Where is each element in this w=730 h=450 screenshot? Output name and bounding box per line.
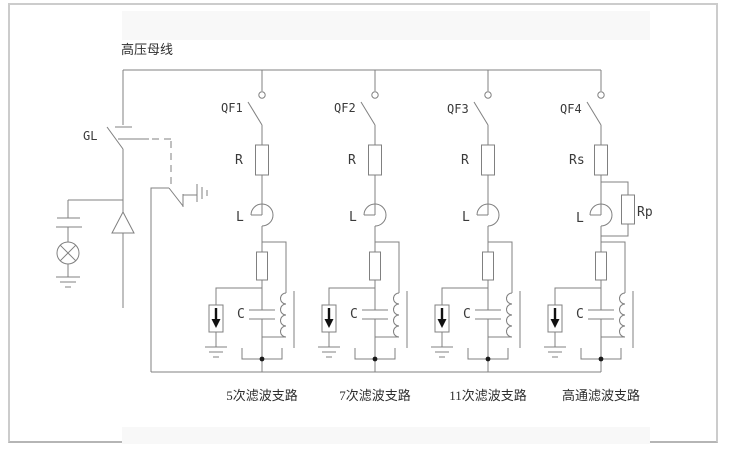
breaker-label-qf3: QF3 xyxy=(447,102,469,116)
capacitor-label-1: C xyxy=(237,307,245,322)
resistor-label-4: Rs xyxy=(569,153,585,168)
branch-name-1: 5次滤波支路 xyxy=(226,388,298,403)
branch-name-3: 11次滤波支路 xyxy=(449,388,527,403)
ground-icon xyxy=(56,276,80,288)
bottom-shaded-bar xyxy=(122,427,650,444)
filter-branch-2 xyxy=(316,68,409,374)
filter-branch-3 xyxy=(429,68,522,374)
gl-blade xyxy=(106,126,124,150)
filter-branch-1 xyxy=(203,68,296,374)
resistor-label-1: R xyxy=(235,153,243,168)
reactor-label-4: L xyxy=(576,211,584,226)
resistor-label-2: R xyxy=(348,153,356,168)
rp-label: Rp xyxy=(637,205,653,220)
gl-label: GL xyxy=(83,129,98,143)
capacitor-label-2: C xyxy=(350,307,358,322)
earth-switch-blade xyxy=(168,187,184,207)
resistor-label-3: R xyxy=(461,153,469,168)
divider-capacitor-plates xyxy=(56,217,82,228)
top-shaded-bar xyxy=(122,11,650,40)
rp-resistor-box xyxy=(621,194,635,225)
filter-branch-4 xyxy=(542,68,635,374)
breaker-label-qf2: QF2 xyxy=(334,101,356,115)
reactor-label-2: L xyxy=(349,210,357,225)
reactor-label-3: L xyxy=(462,210,470,225)
reactor-label-1: L xyxy=(236,210,244,225)
capacitor-label-3: C xyxy=(463,307,471,322)
arrow-head-symbol xyxy=(111,210,135,234)
interlock-dashed-link xyxy=(152,138,172,184)
branch-name-4: 高通滤波支路 xyxy=(561,388,640,403)
parallel-resistor-rp xyxy=(601,181,635,237)
branch-name-2: 7次滤波支路 xyxy=(339,388,411,403)
earth-ground-icon xyxy=(196,184,208,202)
breaker-label-qf1: QF1 xyxy=(221,101,243,115)
breaker-label-qf4: QF4 xyxy=(560,102,582,116)
busbar-label: 高压母线 xyxy=(121,42,174,57)
capacitor-label-4: C xyxy=(576,307,584,322)
